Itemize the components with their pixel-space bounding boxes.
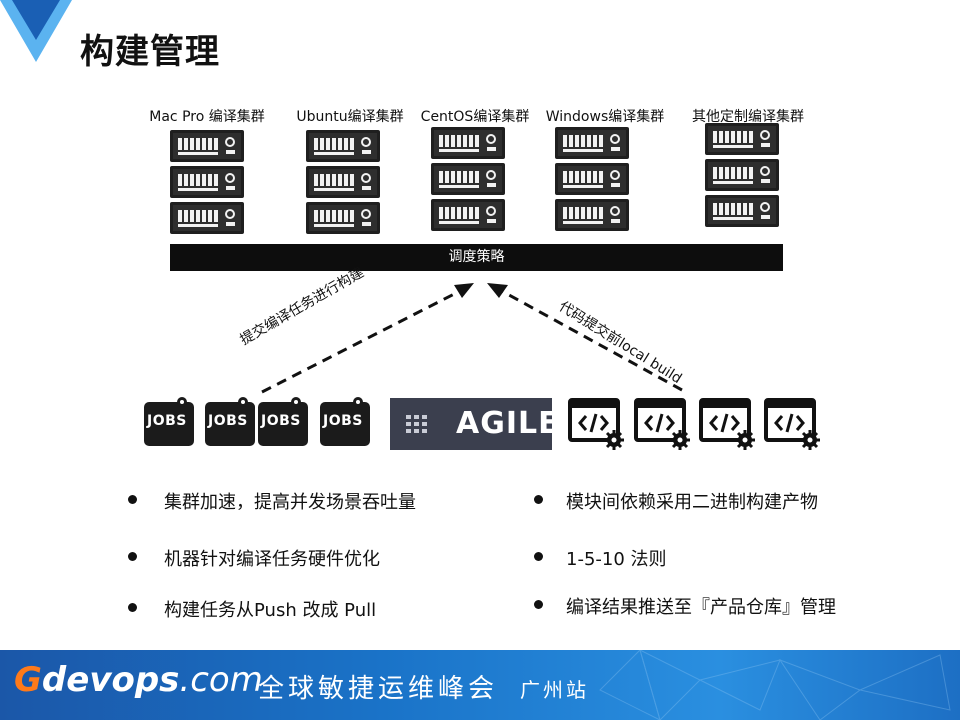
brand-logo: Gdevops.com	[14, 660, 263, 700]
jobs-label: JOBS	[208, 413, 248, 429]
footer-banner: Gdevops.com 全球敏捷运维峰会 广州站	[0, 650, 960, 720]
code-window-icon	[699, 398, 755, 450]
clipboard-icon	[320, 397, 370, 446]
server-rack-icon	[705, 159, 779, 191]
bullet-dot	[128, 552, 137, 561]
server-rack-icon	[431, 163, 505, 195]
bullet-right-1: 模块间依赖采用二进制构建产物	[566, 492, 818, 513]
server-rack-icon	[555, 127, 629, 159]
jobs-label: JOBS	[261, 413, 301, 429]
cluster-label-centos: CentOS编译集群	[420, 109, 530, 125]
bullet-right-3: 编译结果推送至『产品仓库』管理	[566, 597, 836, 618]
right-arrowhead	[487, 283, 508, 298]
server-rack-icon	[705, 195, 779, 227]
server-rack-icon	[170, 202, 244, 234]
bullet-left-1: 集群加速，提高并发场景吞吐量	[164, 492, 416, 513]
agile-label: AGILE	[456, 406, 560, 441]
grid-icon	[406, 415, 427, 433]
jobs-icon: JOBS	[258, 396, 310, 446]
jobs-icon: JOBS	[205, 396, 257, 446]
server-rack-icon	[170, 130, 244, 162]
clipboard-icon	[205, 397, 255, 446]
bullet-right-2: 1-5-10 法则	[566, 549, 667, 570]
server-rack-icon	[306, 130, 380, 162]
clipboard-icon	[258, 397, 308, 446]
logo-icon	[0, 0, 72, 62]
scheduler-bar: 调度策略	[170, 244, 783, 271]
right-dashed-arrow	[499, 288, 683, 392]
server-rack-icon	[170, 166, 244, 198]
conference-city: 广州站	[520, 678, 589, 702]
bullet-dot	[534, 552, 543, 561]
server-rack-icon	[431, 127, 505, 159]
cluster-label-macpro: Mac Pro 编译集群	[149, 109, 265, 125]
server-rack-icon	[555, 199, 629, 231]
jobs-label: JOBS	[323, 413, 363, 429]
cluster-label-windows: Windows编译集群	[545, 109, 665, 125]
server-rack-icon	[306, 166, 380, 198]
jobs-label: JOBS	[147, 413, 187, 429]
bullet-dot	[128, 603, 137, 612]
conference-name: 全球敏捷运维峰会	[258, 674, 499, 704]
cluster-label-ubuntu: Ubuntu编译集群	[296, 109, 404, 125]
code-window-icon	[568, 398, 624, 450]
server-rack-icon	[555, 163, 629, 195]
clipboard-icon	[144, 397, 194, 446]
code-window-icon	[764, 398, 820, 450]
cluster-label-custom: 其他定制编译集群	[692, 109, 804, 125]
left-arrowhead	[454, 283, 474, 298]
code-window-icon	[634, 398, 690, 450]
agile-board: AGILE	[390, 398, 559, 450]
server-rack-icon	[431, 199, 505, 231]
server-rack-icon	[306, 202, 380, 234]
left-dashed-arrow	[261, 288, 463, 394]
bullet-dot	[534, 600, 543, 609]
jobs-icon: JOBS	[144, 396, 196, 446]
jobs-icon: JOBS	[320, 396, 372, 446]
bullet-left-2: 机器针对编译任务硬件优化	[164, 549, 380, 570]
page-title: 构建管理	[80, 32, 220, 72]
bullet-dot	[128, 495, 137, 504]
footer-pattern	[599, 650, 951, 720]
bullet-dot	[534, 495, 543, 504]
server-rack-icon	[705, 123, 779, 155]
bullet-left-3: 构建任务从Push 改成 Pull	[164, 600, 377, 621]
